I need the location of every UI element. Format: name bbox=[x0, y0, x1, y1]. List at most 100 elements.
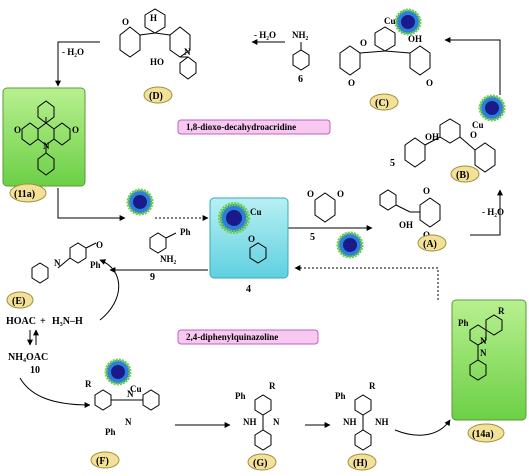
label-14a-oval bbox=[467, 423, 505, 443]
dashed-arrow-catalyst-return bbox=[294, 265, 439, 300]
aniline-6 bbox=[292, 42, 310, 71]
intermediate-f-structure: R Ph N N bbox=[85, 379, 160, 437]
hydroxyl-label: OH bbox=[399, 220, 413, 230]
catalyst-cu-f: Cu bbox=[104, 358, 142, 394]
label-d-oval bbox=[143, 86, 173, 104]
benzaldehyde-structure: O bbox=[248, 234, 267, 264]
oxygen-label: O bbox=[423, 230, 430, 240]
phenyl-label: Ph bbox=[335, 391, 346, 401]
label-f: (F) bbox=[96, 456, 109, 467]
banner-quinazoline bbox=[177, 329, 319, 345]
cu-label: Cu bbox=[384, 16, 396, 26]
arrow-b-to-c bbox=[444, 37, 501, 95]
nh-label: NH bbox=[243, 417, 257, 427]
banner-quinazoline-text: 2,4-diphenylquinazoline bbox=[186, 332, 278, 342]
catalyst-cu-b: Cu bbox=[472, 94, 506, 130]
banner-acridine-text: 1,8-dioxo-decahydroacridine bbox=[186, 122, 296, 132]
oxygen-label: O bbox=[337, 189, 344, 199]
label-14a: (14a) bbox=[472, 429, 494, 440]
hoac-label: HOAC bbox=[6, 316, 36, 327]
catalyst-free-1 bbox=[126, 188, 154, 216]
compound-10-label: 10 bbox=[30, 365, 40, 376]
arrow-ammonia-cycle bbox=[99, 259, 120, 321]
intermediate-a-structure: OH O O bbox=[379, 186, 441, 240]
oxygen-label: O bbox=[360, 38, 367, 48]
nitrogen-label: N bbox=[54, 258, 61, 268]
nh2-label: NH₂ bbox=[292, 30, 309, 40]
intermediate-g-structure: R Ph NH N bbox=[235, 381, 280, 451]
oxygen-label: O bbox=[72, 125, 79, 135]
oxygen-label: O bbox=[122, 17, 129, 27]
r-group-label: R bbox=[269, 381, 276, 391]
label-g-oval bbox=[247, 453, 277, 471]
label-c-oval bbox=[369, 93, 399, 111]
nitrogen-label: N bbox=[43, 141, 50, 151]
r-group-label: R bbox=[369, 381, 376, 391]
hydrogen-label: H bbox=[150, 13, 157, 23]
label-11a: (11a) bbox=[14, 189, 35, 200]
banner-acridine bbox=[177, 119, 331, 135]
hydroxyl-label: OH bbox=[425, 132, 439, 142]
phenyl-label: Ph bbox=[90, 260, 101, 270]
phenyl-label: Ph bbox=[235, 391, 246, 401]
aminobenzophenone-9 bbox=[149, 232, 177, 254]
arrow-11a-release bbox=[57, 188, 126, 221]
nitrogen-label: N bbox=[273, 417, 280, 427]
water-loss-top: - H₂O bbox=[254, 30, 276, 40]
intermediate-c-structure: O OH O O bbox=[339, 26, 433, 88]
ammonium-label: H₃N–H bbox=[52, 316, 83, 327]
label-a-oval bbox=[417, 234, 447, 252]
oxygen-label: O bbox=[470, 130, 477, 140]
compound-9-label: 9 bbox=[150, 272, 155, 283]
compound-5-label-b: 5 bbox=[390, 158, 395, 169]
water-loss-left: - H₂O bbox=[62, 47, 84, 57]
product-11a-structure: N O O bbox=[14, 100, 79, 176]
nh2-label: NH₂ bbox=[160, 254, 177, 264]
arrow-d-to-11a bbox=[55, 41, 100, 87]
hydroxyl-label: HO bbox=[150, 57, 164, 67]
oxygen-label: O bbox=[14, 125, 21, 135]
label-c: (C) bbox=[375, 98, 389, 109]
oxygen-label: O bbox=[96, 240, 103, 250]
label-b-oval bbox=[450, 165, 480, 183]
product-11a-box bbox=[2, 87, 86, 187]
phenyl-label: Ph bbox=[458, 318, 469, 328]
r-group-label: R bbox=[85, 379, 92, 389]
nh-label: NH bbox=[375, 417, 389, 427]
label-g: (G) bbox=[253, 458, 267, 469]
cu-label: Cu bbox=[250, 207, 262, 217]
phenyl-label: Ph bbox=[105, 427, 116, 437]
r-group-label: R bbox=[498, 306, 505, 316]
intermediate-d-structure: O HO N H bbox=[119, 8, 197, 80]
ammonium-acetate-label: NH₄OAC bbox=[8, 352, 48, 363]
label-11a-oval bbox=[9, 183, 47, 203]
label-h-oval bbox=[347, 453, 377, 471]
hydroxyl-label: OH bbox=[408, 34, 422, 44]
oxygen-label: O bbox=[348, 78, 355, 88]
compound-4-label: 4 bbox=[246, 284, 251, 295]
nitrogen-label: N bbox=[480, 348, 487, 358]
compound-5-label: 5 bbox=[310, 232, 315, 243]
cu-label: Cu bbox=[472, 120, 484, 130]
nitrogen-label: N bbox=[127, 389, 134, 399]
intermediate-h-structure: R Ph NH NH bbox=[335, 381, 389, 451]
oxygen-label: O bbox=[307, 189, 314, 199]
dimedone-5: O O bbox=[307, 189, 344, 223]
arrow-a-to-b bbox=[470, 189, 503, 236]
oxygen-label: O bbox=[248, 234, 255, 244]
label-e-oval bbox=[6, 291, 34, 309]
oxygen-label: O bbox=[426, 78, 433, 88]
label-b: (B) bbox=[456, 170, 469, 181]
compound-6-label: 6 bbox=[298, 74, 303, 85]
catalyst-cu-4: Cu bbox=[218, 202, 262, 234]
intermediate-e-structure: N Ph O bbox=[31, 240, 103, 284]
plus-label: + bbox=[40, 316, 46, 327]
nitrogen-label: N bbox=[184, 47, 191, 57]
phenyl-label: Ph bbox=[180, 227, 191, 237]
water-loss-right: - H₂O bbox=[482, 207, 504, 217]
product-14a-structure: R Ph N N bbox=[458, 306, 505, 381]
cu-label: Cu bbox=[130, 384, 142, 394]
nitrogen-label: N bbox=[480, 336, 487, 346]
label-a: (A) bbox=[423, 239, 437, 250]
